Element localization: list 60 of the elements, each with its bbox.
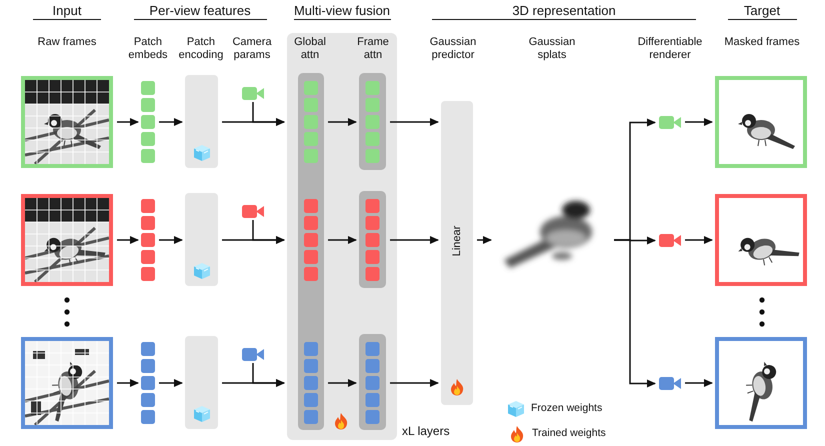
camera-icon (242, 87, 264, 100)
column-label: Masked frames (723, 36, 801, 48)
fusion-panel (287, 33, 397, 440)
section-heading: Target (728, 3, 796, 20)
frame-attention-column (359, 334, 386, 430)
layer-count-note: xL layers (402, 424, 450, 438)
section-heading: Input (33, 3, 101, 20)
section-heading: Multi-view fusion (294, 3, 390, 20)
patch-token-stack (141, 342, 155, 424)
legend-label: Trained weights (532, 427, 606, 439)
column-label: Gaussian predictor (428, 36, 478, 61)
patch-token-stack (141, 81, 155, 163)
arrow (159, 236, 183, 244)
arrow (328, 379, 357, 387)
predictor-block (441, 101, 473, 405)
raw-frame-photo (21, 194, 113, 286)
camera-icon (659, 234, 681, 247)
global-attention-column (298, 73, 324, 430)
block-label: Linear (451, 226, 463, 256)
arrow (328, 118, 357, 126)
encoder-block (185, 336, 218, 429)
arrow (117, 379, 139, 387)
camera-icon (659, 377, 681, 390)
arrow (390, 118, 439, 126)
arrow (252, 220, 285, 244)
column-label: Global attn (293, 36, 327, 61)
arrow (390, 379, 439, 387)
arrow (159, 118, 183, 126)
masked-frame-photo (715, 337, 807, 429)
arrow (159, 379, 183, 387)
section-heading: Per-view features (134, 3, 266, 20)
patch-token-stack (141, 199, 155, 281)
raw-frame-photo (21, 337, 113, 429)
column-label: Frame attn (356, 36, 390, 61)
camera-icon (242, 205, 264, 218)
encoder-block (185, 75, 218, 168)
frame-attention-column (359, 191, 386, 288)
arrow (328, 236, 357, 244)
column-label: Raw frames (36, 36, 98, 48)
column-label: Gaussian splats (528, 36, 576, 61)
raw-frame-photo (21, 76, 113, 168)
masked-frame-photo (715, 194, 807, 286)
arrow (117, 118, 139, 126)
arrow (614, 239, 656, 388)
arrow (117, 236, 139, 244)
arrow (477, 236, 492, 244)
masked-frame-photo (715, 76, 807, 168)
camera-icon (242, 348, 264, 361)
camera-icon (659, 116, 681, 129)
encoder-block (185, 193, 218, 286)
column-label: Differentiable renderer (636, 36, 704, 61)
column-label: Patch embeds (127, 36, 169, 61)
arrow (252, 102, 285, 126)
arrow (390, 236, 439, 244)
section-heading: 3D representation (432, 3, 696, 20)
arrow (252, 363, 285, 387)
column-label: Camera params (231, 36, 273, 61)
column-label: Patch encoding (178, 36, 224, 61)
frame-attention-column (359, 73, 386, 170)
legend-label: Frozen weights (531, 402, 602, 414)
